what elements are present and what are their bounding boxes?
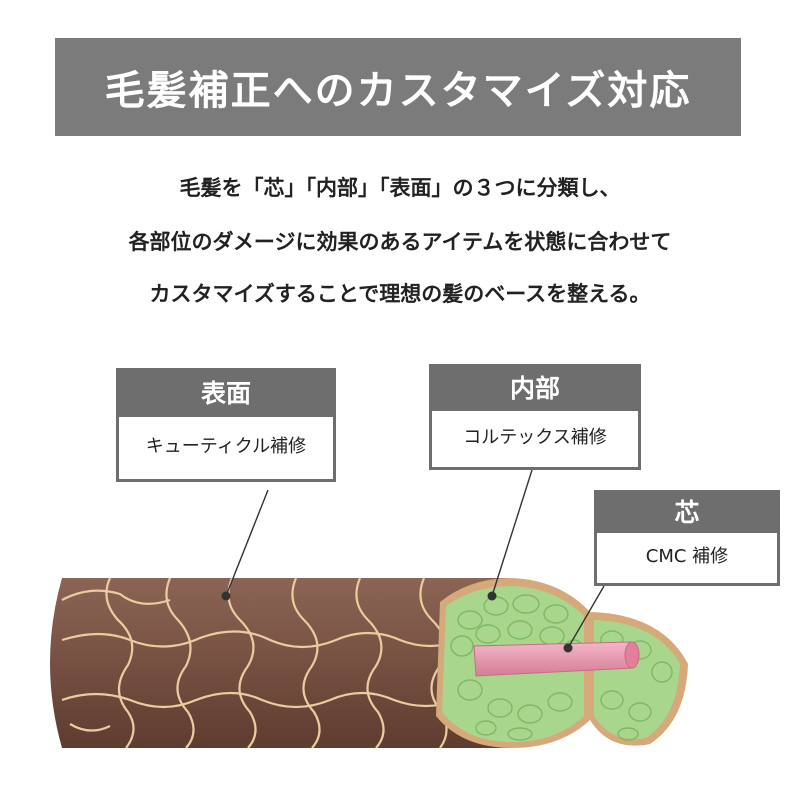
description-line-2: 各部位のダメージに効果のあるアイテムを状態に合わせて bbox=[128, 230, 672, 254]
cortex-cells bbox=[450, 594, 673, 741]
surface-label-head: 表面 bbox=[119, 371, 333, 417]
inner-label-head: 内部 bbox=[432, 367, 638, 411]
inner-pointer-dot bbox=[487, 591, 497, 601]
leader-lines bbox=[225, 469, 605, 649]
description-line-1: 毛髪を「芯」「内部」「表面」の３つに分類し、 bbox=[179, 176, 621, 200]
core-label-head: 芯 bbox=[597, 493, 777, 533]
description-line-3: カスタマイズすることで理想の髪のベースを整える。 bbox=[149, 282, 651, 306]
inner-label-body: コルテックス補修 bbox=[463, 427, 607, 448]
surface-pointer-dot bbox=[221, 591, 231, 601]
hair-shaft bbox=[50, 578, 512, 748]
core-label-box: 芯 CMC 補修 bbox=[594, 490, 780, 586]
core-label-body: CMC 補修 bbox=[645, 546, 729, 567]
surface-label-box: 表面 キューティクル補修 bbox=[116, 368, 336, 482]
surface-label-body: キューティクル補修 bbox=[145, 436, 307, 457]
core-pointer-dot bbox=[563, 643, 573, 653]
page-title: 毛髪補正へのカスタマイズ対応 bbox=[55, 38, 741, 136]
inner-label-box: 内部 コルテックス補修 bbox=[429, 364, 641, 470]
